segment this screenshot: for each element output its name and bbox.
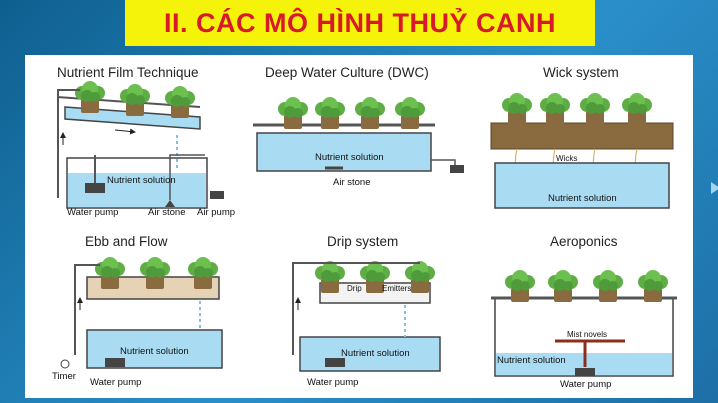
drip-emitters-label: Emitters xyxy=(382,284,412,293)
ebb-flow-system xyxy=(60,257,223,369)
drip-nutrient-label: Nutrient solution xyxy=(341,348,410,359)
dwc-nutrient-label: Nutrient solution xyxy=(315,152,384,163)
caption-dwc: Deep Water Culture (DWC) xyxy=(265,65,429,80)
ebb-timer-label: Timer xyxy=(52,371,76,382)
drip-system xyxy=(292,261,441,372)
aeroponics-system xyxy=(491,270,677,377)
dwc-air-stone-label: Air stone xyxy=(333,177,371,188)
wick-wicks-label: Wicks xyxy=(556,154,578,163)
nft-water-pump-label: Water pump xyxy=(67,207,119,218)
hydroponics-diagram xyxy=(56,81,677,377)
diagram-panel: Nutrient Film Technique Deep Water Cultu… xyxy=(25,55,693,398)
caption-nft: Nutrient Film Technique xyxy=(57,65,199,80)
slide-decoration-chevron xyxy=(711,182,718,194)
title-banner: II. CÁC MÔ HÌNH THUỶ CANH xyxy=(125,0,595,46)
nft-air-pump-label: Air pump xyxy=(197,207,236,218)
caption-aeroponics: Aeroponics xyxy=(550,234,618,249)
nft-nutrient-label: Nutrient solution xyxy=(107,175,176,186)
drip-water-pump-label: Water pump xyxy=(307,377,359,388)
wick-nutrient-label: Nutrient solution xyxy=(548,193,617,204)
aero-mist-label: Mist novels xyxy=(567,330,608,339)
nft-air-stone-label: Air stone xyxy=(148,207,186,218)
aero-water-pump-label: Water pump xyxy=(560,379,612,390)
ebb-nutrient-label: Nutrient solution xyxy=(120,346,189,357)
caption-ebb-flow: Ebb and Flow xyxy=(85,234,168,249)
page-title: II. CÁC MÔ HÌNH THUỶ CANH xyxy=(164,7,556,38)
wick-system xyxy=(490,93,674,209)
caption-wick: Wick system xyxy=(543,65,619,80)
caption-drip: Drip system xyxy=(327,234,399,249)
nft-system xyxy=(56,81,224,209)
dwc-system xyxy=(253,97,464,173)
aero-nutrient-label: Nutrient solution xyxy=(497,355,566,366)
ebb-water-pump-label: Water pump xyxy=(90,377,142,388)
drip-drip-label: Drip xyxy=(347,284,362,293)
